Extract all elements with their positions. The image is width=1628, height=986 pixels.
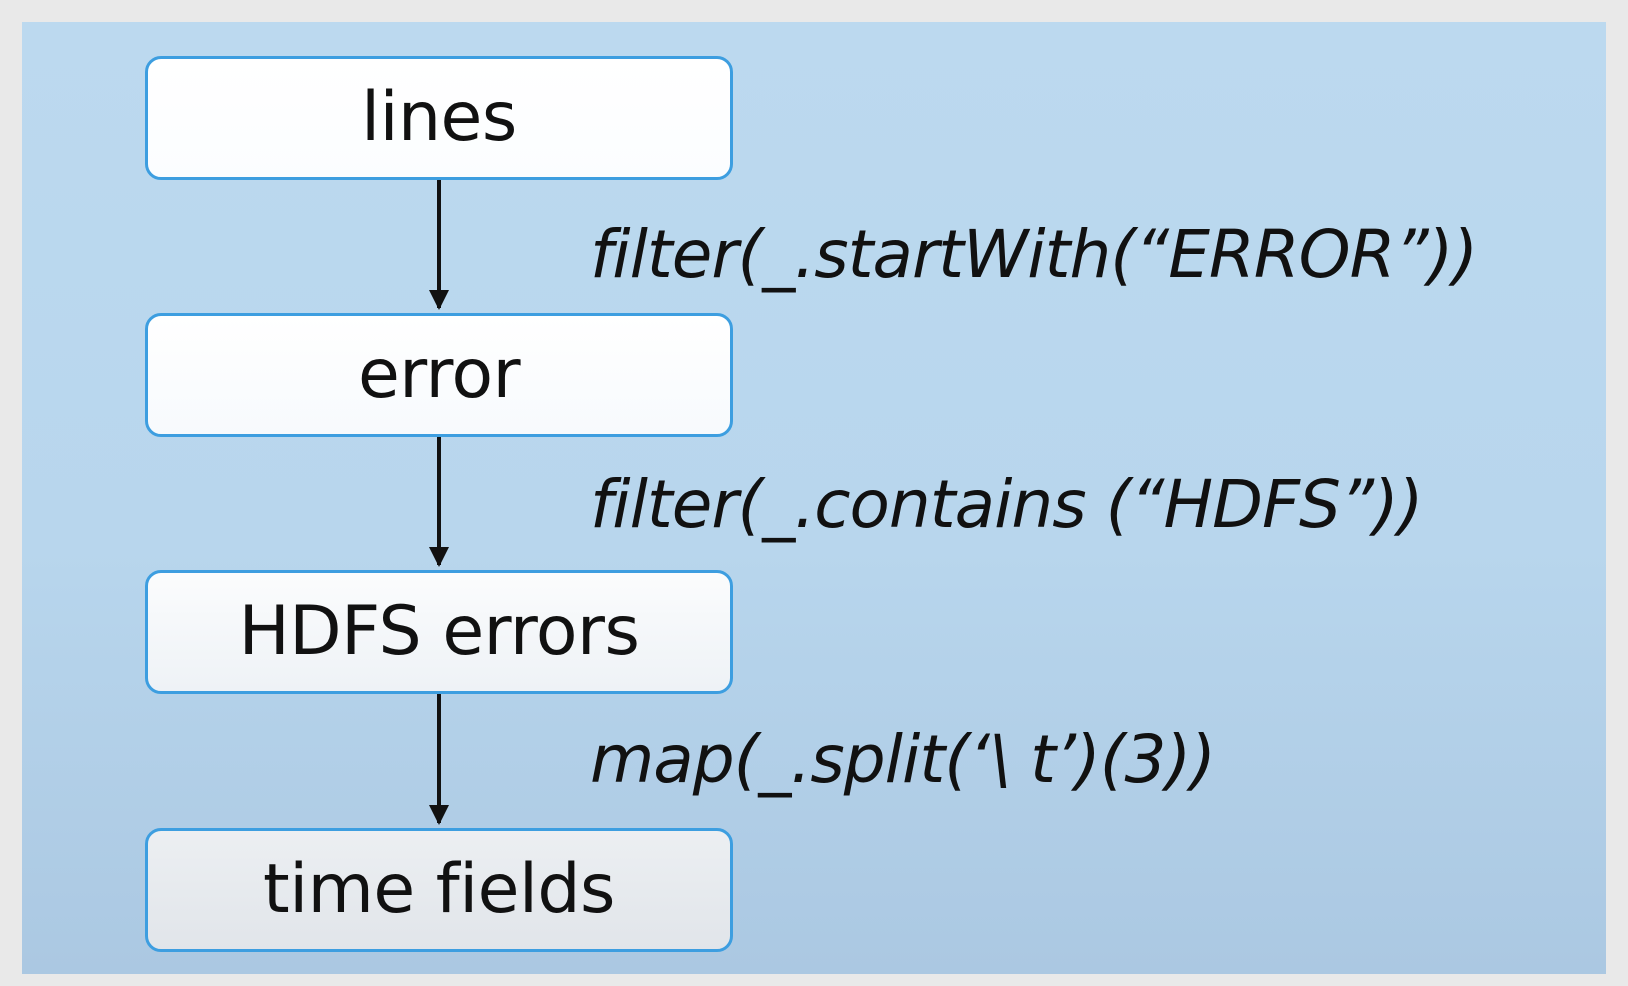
arrow-lines-to-error bbox=[429, 180, 449, 310]
operation-filter-error: filter(_.startWith(“ERROR”)) bbox=[590, 216, 1478, 293]
node-error: error bbox=[145, 313, 733, 437]
operation-filter-hdfs: filter(_.contains (“HDFS”)) bbox=[590, 466, 1424, 543]
node-label: HDFS errors bbox=[238, 592, 640, 671]
node-lines: lines bbox=[145, 56, 733, 180]
arrow-hdfs-errors-to-time-fields bbox=[429, 694, 449, 825]
diagram-panel bbox=[22, 22, 1606, 974]
node-label: time fields bbox=[263, 850, 615, 929]
node-hdfs-errors: HDFS errors bbox=[145, 570, 733, 694]
operation-map-split: map(_.split(‘\ t’)(3)) bbox=[590, 721, 1216, 798]
node-time-fields: time fields bbox=[145, 828, 733, 952]
arrow-error-to-hdfs-errors bbox=[429, 437, 449, 567]
node-label: error bbox=[357, 335, 521, 414]
node-label: lines bbox=[361, 78, 517, 157]
